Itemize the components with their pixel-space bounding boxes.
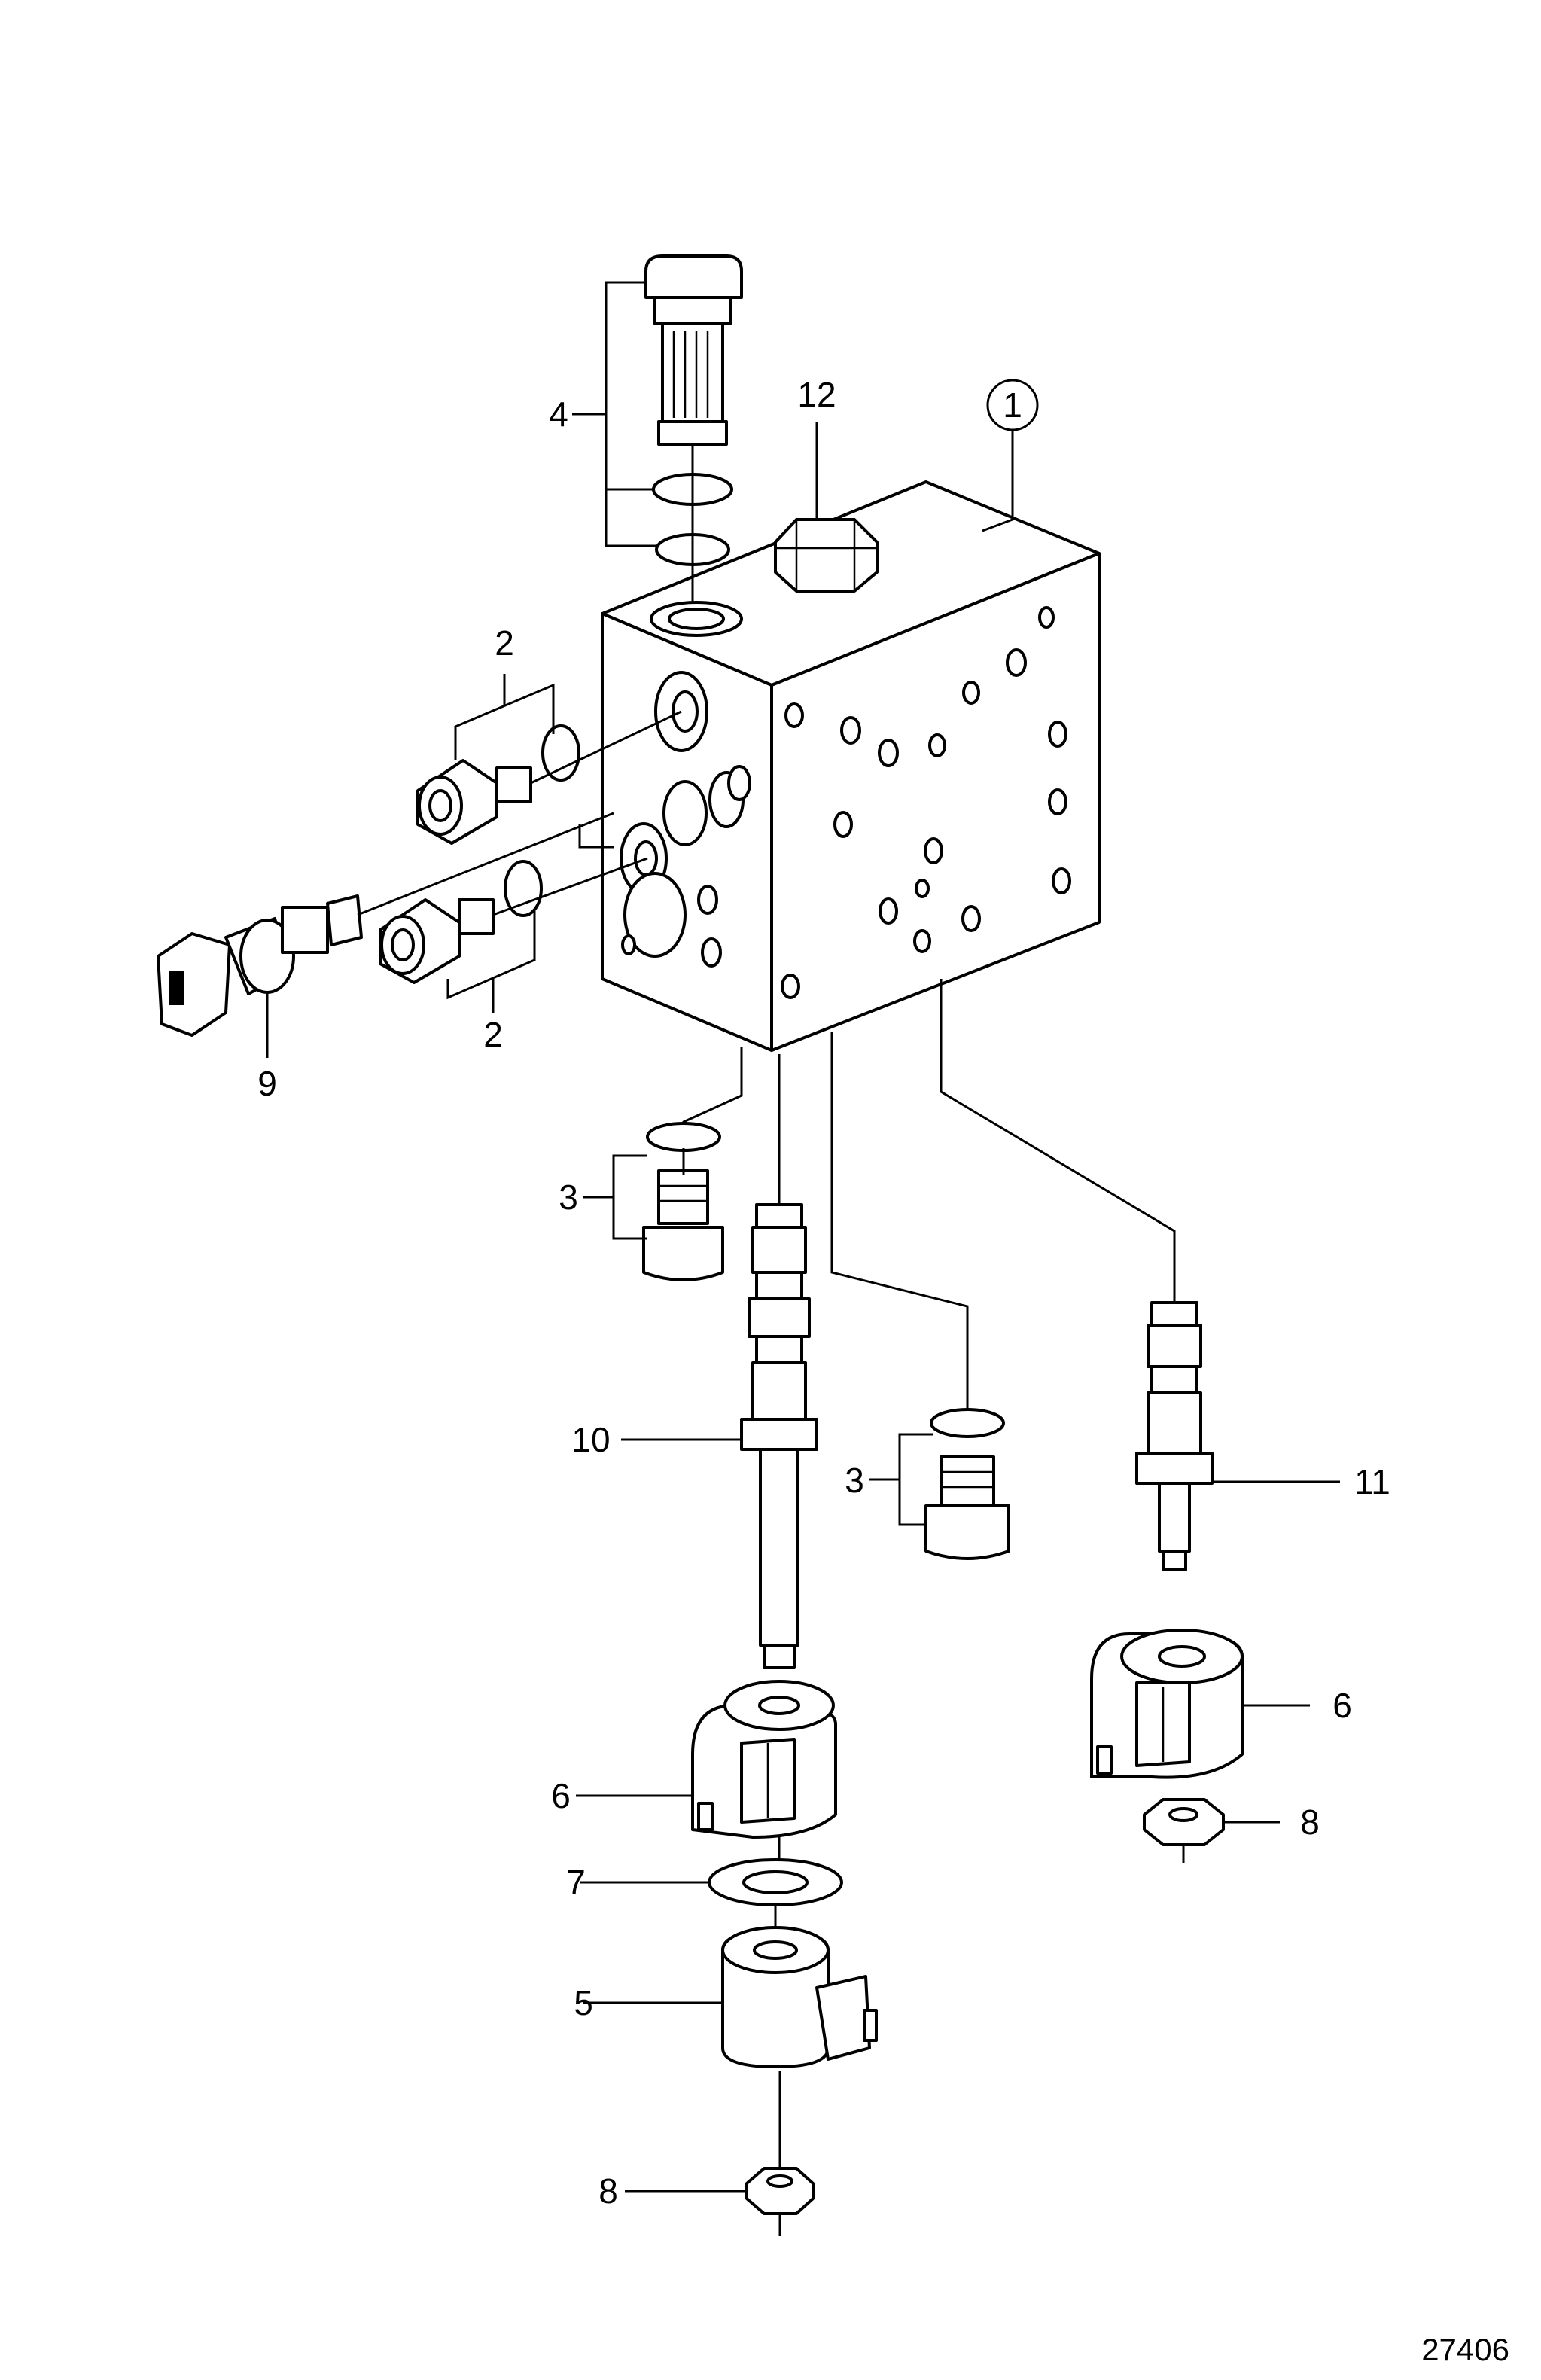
cartridge-11 <box>1135 1301 1214 1571</box>
coil-5 <box>721 1926 878 2068</box>
callout-10: 10 <box>571 1420 610 1459</box>
sensor-9 <box>157 812 614 1058</box>
valve-block <box>601 480 1101 1052</box>
filter-4 <box>644 254 743 602</box>
plug-3-left <box>642 1122 724 1281</box>
nut-8-left <box>745 2167 815 2215</box>
cartridge-10 <box>740 1203 818 1669</box>
callout-5: 5 <box>574 1983 593 2022</box>
fitting-2-top <box>416 710 682 845</box>
coil-6-left <box>691 1680 837 1839</box>
washer-7 <box>708 1858 843 1906</box>
nut-8-right <box>1143 1798 1225 1846</box>
figure-number: 27406 <box>1421 2332 1509 2367</box>
callout-7: 7 <box>566 1863 586 1902</box>
callout-4: 4 <box>549 395 568 434</box>
fitting-2-bottom <box>379 857 648 984</box>
callout-6-right: 6 <box>1332 1686 1352 1725</box>
callout-2-top: 2 <box>495 623 514 663</box>
callout-12: 12 <box>797 375 836 414</box>
plug-3-mid <box>924 1408 1010 1560</box>
callout-2-bottom: 2 <box>483 1015 503 1054</box>
callout-8-left: 8 <box>598 2171 618 2211</box>
plug-hex-12 <box>774 518 879 593</box>
coil-6-right <box>1090 1629 1244 1779</box>
callout-9: 9 <box>257 1064 277 1103</box>
callout-11: 11 <box>1354 1462 1390 1501</box>
callout-1: 1 <box>1003 385 1022 425</box>
callout-8-right: 8 <box>1300 1803 1320 1842</box>
callout-6-left: 6 <box>551 1776 571 1815</box>
callout-3-mid: 3 <box>845 1461 864 1500</box>
callout-3-left: 3 <box>559 1178 578 1217</box>
